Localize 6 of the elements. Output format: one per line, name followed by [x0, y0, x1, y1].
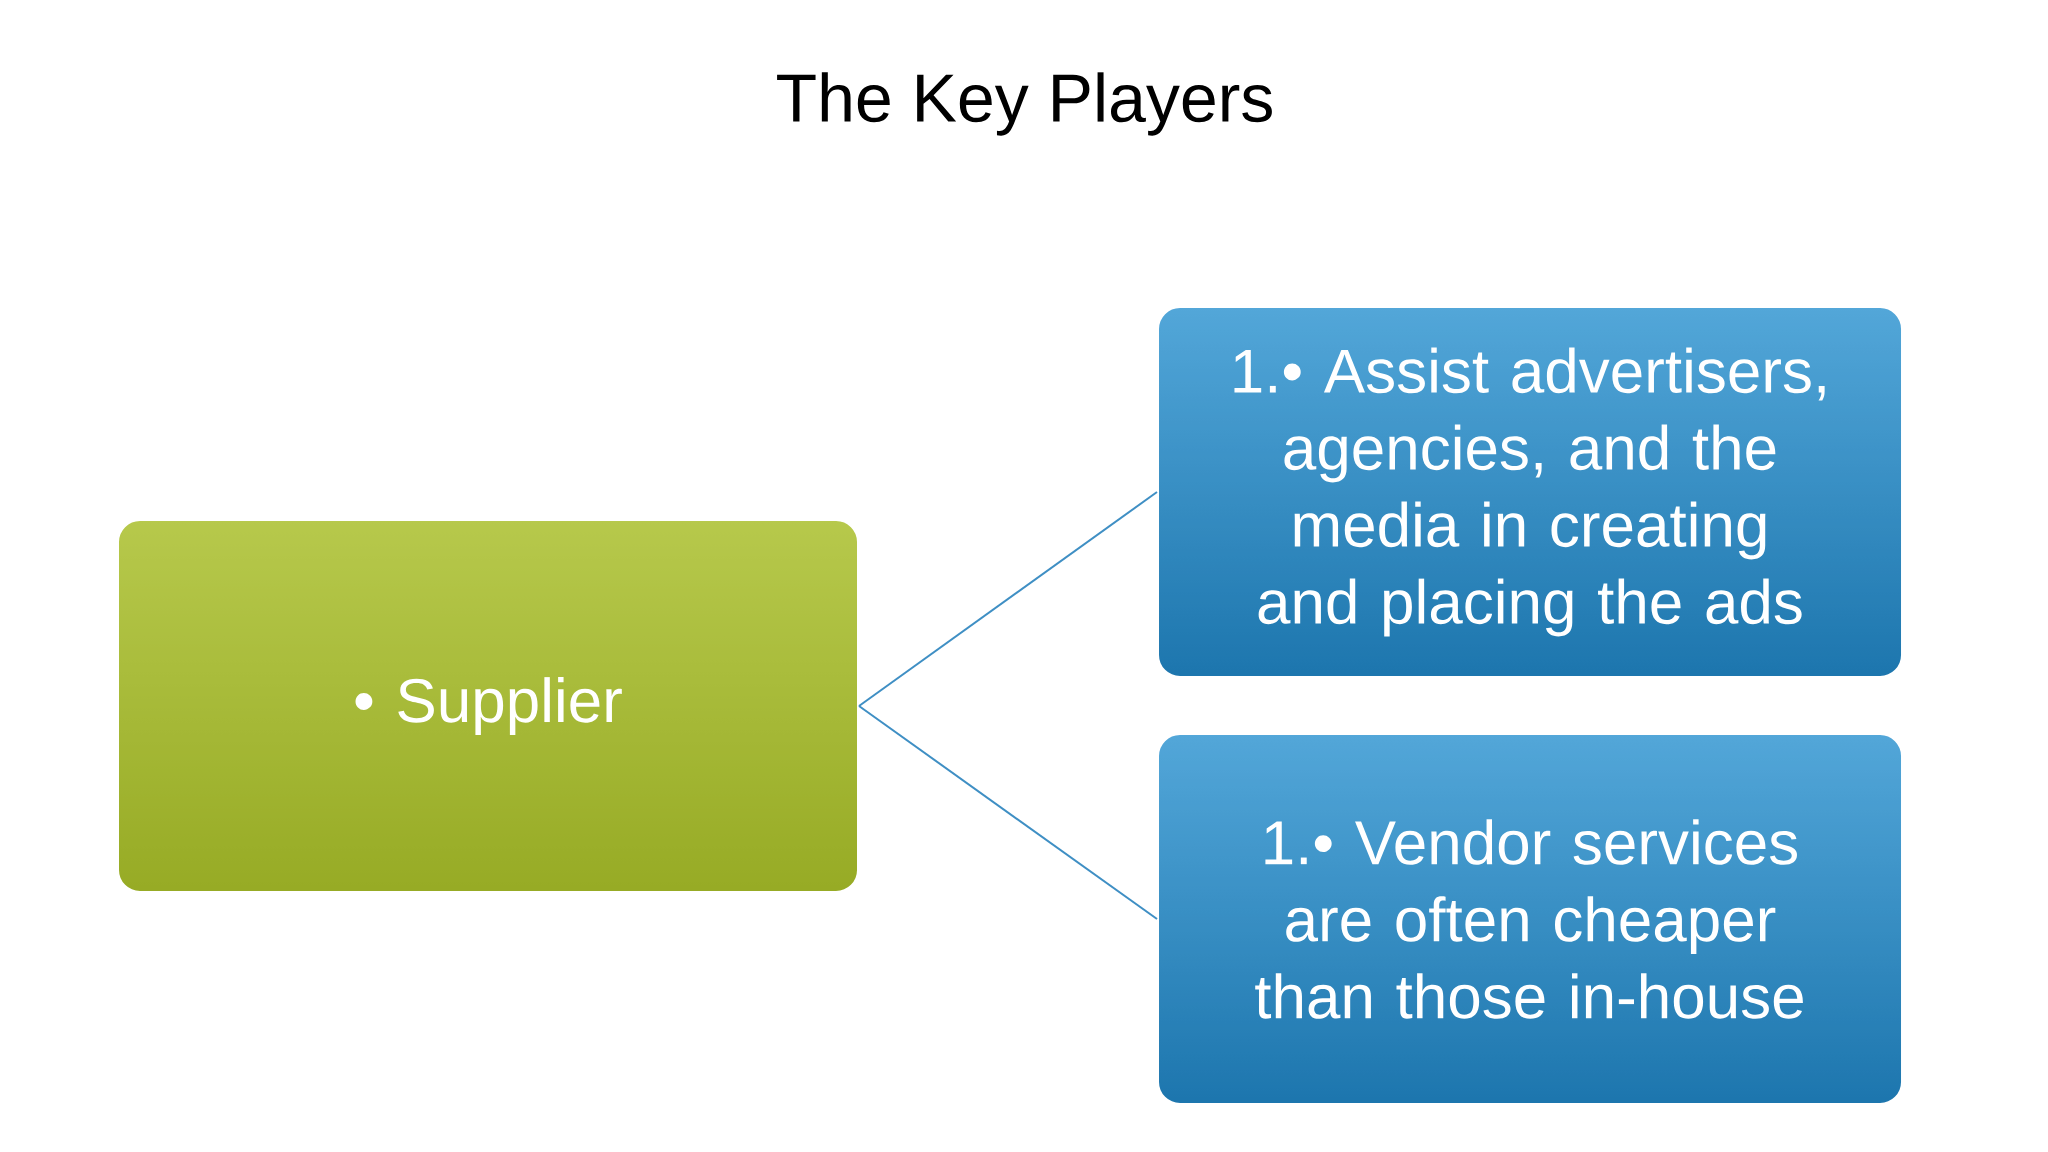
process-box: • Supplier — [117, 519, 859, 893]
process-box: 1.• Assist advertisers, agencies, and the media in creating and placing the ads — [1157, 306, 1903, 678]
connector-line — [858, 491, 1158, 707]
process-box: 1.• Vendor services are often cheaper than those in-house — [1157, 733, 1903, 1105]
title: The Key Players — [777, 72, 1272, 136]
connector-line — [858, 705, 1158, 920]
